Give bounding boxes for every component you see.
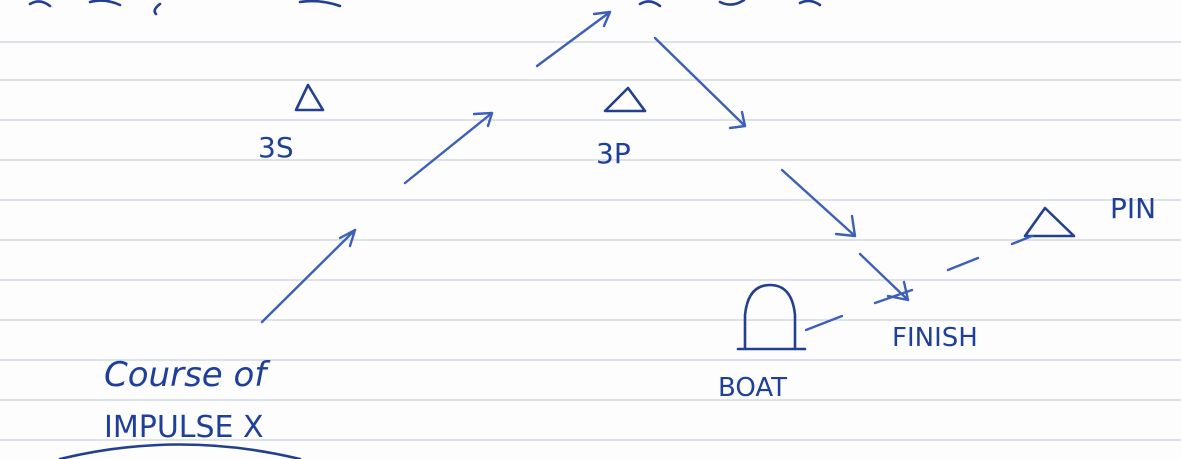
pin-label: PIN: [1110, 192, 1156, 225]
finish-line-dashes: [804, 234, 1034, 332]
course-caption-line1: Course of: [104, 355, 271, 395]
pin-triangle-icon: [1023, 206, 1076, 238]
arrowhead-icon: [592, 10, 612, 28]
mark-3s-label: 3S: [258, 131, 294, 164]
arrowhead-icon: [338, 228, 357, 248]
circle-arc-doodle: [58, 443, 302, 459]
course-arrow-1: [260, 228, 357, 324]
upwind-leg: [260, 10, 612, 324]
downwind-leg: [653, 36, 910, 302]
arrowhead-icon: [834, 214, 857, 238]
course-arrow-5: [780, 168, 857, 238]
arrowhead-icon: [728, 110, 747, 130]
course-arrow-3: [535, 10, 612, 68]
boat-label: BOAT: [718, 373, 787, 403]
arrowhead-icon: [472, 111, 494, 128]
course-arrow-6: [858, 252, 910, 302]
mark-3p-triangle-icon: [603, 86, 647, 113]
course-caption-line2: IMPULSE X: [104, 410, 264, 445]
ruled-lines: [0, 41, 1181, 441]
top-scribble-handwriting: [28, 0, 822, 16]
course-arrow-2: [403, 111, 494, 185]
finish-label: FINISH: [892, 323, 978, 353]
course-arrow-4: [653, 36, 747, 128]
boat-hull-icon: [743, 283, 797, 350]
mark-3p-label: 3P: [596, 137, 631, 170]
mark-3s-triangle-icon: [294, 83, 325, 112]
